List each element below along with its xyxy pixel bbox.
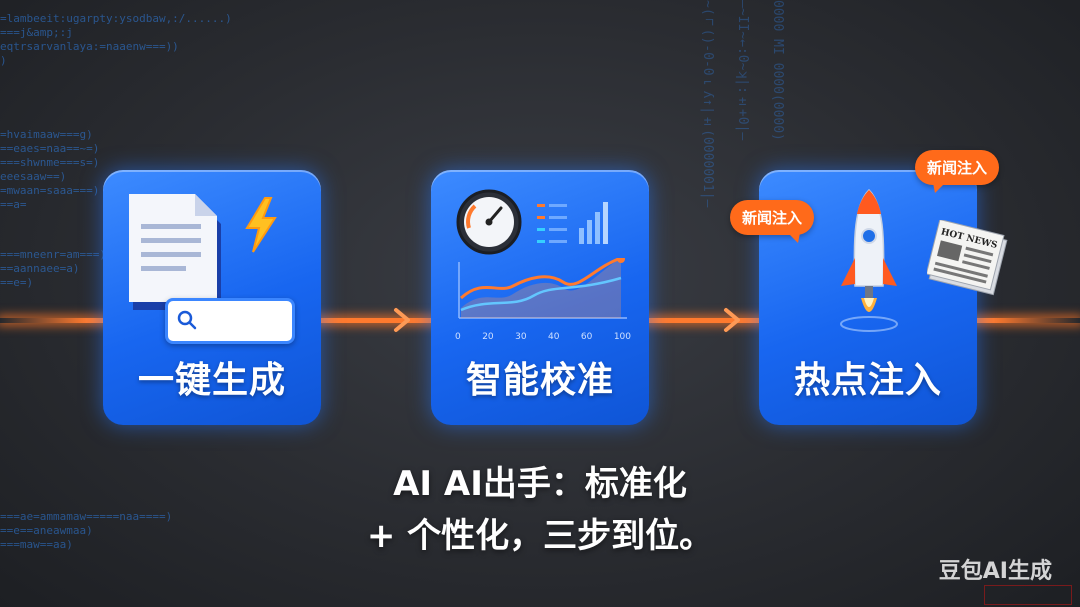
code-texture-vertical-3: 0000 MI 0000(0000) <box>770 0 785 141</box>
card-one-click-generate: 一键生成 <box>103 170 321 425</box>
search-bar <box>165 298 295 344</box>
arrow-right-icon <box>394 308 410 332</box>
tick-label: 30 <box>515 332 527 342</box>
rocket-icon <box>840 188 898 332</box>
bubble-text: 新闻注入 <box>742 209 803 227</box>
bubble-tail-icon <box>933 183 945 193</box>
card-label: 一键生成 <box>137 360 286 401</box>
card-label: 热点注入 <box>793 360 942 401</box>
bubble-tail-icon <box>788 233 801 243</box>
watermark: 豆包AI生成 <box>938 559 1052 584</box>
document-icon <box>129 194 221 310</box>
code-texture-left-mid: =hvaimaaw===g) ==eaes=naa==~=) ===shwnme… <box>0 128 100 211</box>
news-bubble: 新闻注入 <box>730 200 815 243</box>
lightning-icon <box>245 197 277 253</box>
bubble-text: 新闻注入 <box>927 159 988 177</box>
tick-label: 20 <box>482 332 494 342</box>
mini-bar-chart-icon <box>537 202 608 244</box>
card-smart-calibration: 0 20 30 40 60 100 智能校准 <box>431 170 649 425</box>
arrow-right-icon <box>724 308 740 332</box>
chart-ticks: 0 20 30 40 60 100 <box>455 332 631 342</box>
code-texture-left-bottom: ===ae=ammamaw=====naa====) ==e==aneawmaa… <box>0 510 173 551</box>
card-label: 智能校准 <box>465 360 614 401</box>
caption-line-2: + 个性化，三步到位。 <box>366 516 714 556</box>
tick-label: 100 <box>613 332 631 342</box>
code-texture-vertical-1: ~(ㄱ()-0-0⌐ʎ↑|±(0000001|— <box>700 0 715 208</box>
tick-label: 40 <box>548 332 560 342</box>
tick-label: 60 <box>580 332 593 342</box>
code-texture-left: =lambeeit:ugarpty:ysodbaw,:/......) ===j… <box>0 12 232 67</box>
caption-line-1: AI AI出手：标准化 <box>393 464 687 504</box>
search-icon <box>177 310 197 330</box>
news-bubble: 新闻注入 <box>915 150 1000 193</box>
code-texture-left-low: ===mneenr=am===) ==aannaee=a) ==e=) <box>0 248 106 289</box>
caption: AI AI出手：标准化 + 个性化，三步到位。 <box>0 458 1080 562</box>
gauge-icon <box>456 189 522 255</box>
newspaper-icon: HOT NEWS <box>927 220 1008 296</box>
line-chart-icon <box>458 258 627 319</box>
tick-label: 0 <box>455 332 461 342</box>
code-texture-vertical-2: —~II~←:0~ʞ|:±+0|— <box>735 0 750 141</box>
seal-stamp <box>984 585 1072 605</box>
